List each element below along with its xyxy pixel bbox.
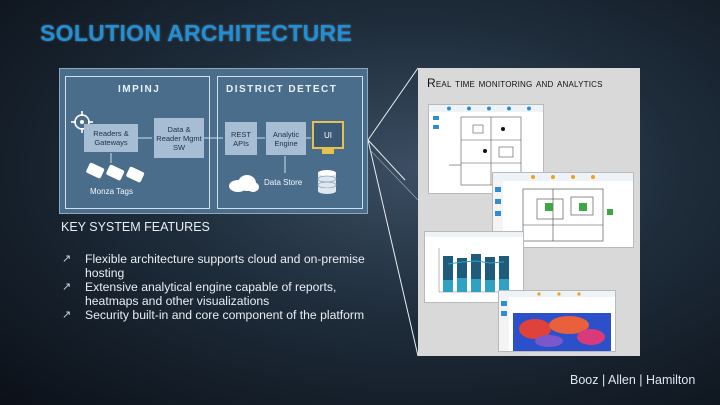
data-store-label: Data Store	[264, 178, 303, 187]
arrow-bullet-icon: ↗	[62, 309, 72, 321]
feature-item: ↗ Extensive analytical engine capable of …	[62, 280, 382, 308]
heatmap-image	[499, 291, 615, 351]
arrow-bullet-icon: ↗	[62, 253, 72, 265]
data-reader-mgmt-tile: Data & Reader Mgmt SW	[154, 118, 204, 158]
screenshot-heatmap	[498, 290, 616, 352]
monitor-stand	[322, 149, 334, 154]
floor-map-image	[429, 105, 543, 186]
impinj-heading: IMPINJ	[118, 84, 161, 95]
screenshot-floor-map	[428, 104, 544, 194]
ui-monitor-icon: UI	[312, 121, 344, 149]
screenshot-site-map	[492, 172, 634, 248]
features-heading: KEY SYSTEM FEATURES	[61, 220, 210, 234]
district-detect-section	[217, 76, 363, 209]
page-title: SOLUTION ARCHITECTURE	[40, 20, 353, 46]
feature-item: ↗ Flexible architecture supports cloud an…	[62, 252, 382, 280]
feature-text: Security built-in and core component of …	[85, 308, 365, 322]
readers-gateways-tile: Readers & Gateways	[84, 124, 138, 152]
cloud-icon	[229, 175, 259, 192]
architecture-diagram: IMPINJ DISTRICT DETECT Readers & Gateway…	[59, 68, 368, 214]
district-detect-heading: DISTRICT DETECT	[226, 84, 338, 95]
monitoring-title: Real time monitoring and analytics	[427, 76, 603, 90]
report-chart-image	[425, 232, 523, 293]
monitoring-panel: Real time monitoring and analytics	[418, 68, 640, 356]
feature-text: Flexible architecture supports cloud and…	[85, 252, 365, 280]
site-map-image	[493, 173, 633, 247]
impinj-section	[65, 76, 210, 209]
analytic-engine-tile: Analytic Engine	[266, 122, 306, 155]
database-icon	[317, 170, 337, 194]
monza-tags-label: Monza Tags	[90, 187, 133, 196]
rest-apis-tile: REST APIs	[225, 122, 257, 155]
target-icon	[71, 111, 93, 133]
arrow-bullet-icon: ↗	[62, 281, 72, 293]
booz-allen-hamilton-logo: Booz | Allen | Hamilton	[570, 373, 696, 387]
ui-label: UI	[324, 130, 332, 140]
feature-item: ↗ Security built-in and core component of…	[62, 308, 382, 322]
tag-icon	[86, 162, 145, 183]
diagram-arrows	[110, 137, 311, 173]
features-list: ↗ Flexible architecture supports cloud an…	[62, 252, 382, 322]
feature-text: Extensive analytical engine capable of r…	[85, 280, 337, 308]
